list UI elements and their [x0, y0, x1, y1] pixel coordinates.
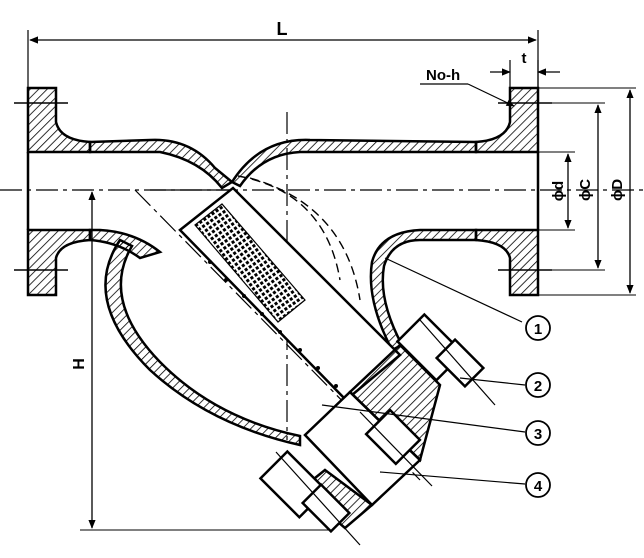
callout-4: 4 [379, 471, 551, 498]
drain-plug [359, 408, 433, 487]
strainer-screen [178, 175, 402, 402]
upper-bolt [395, 312, 496, 406]
dimension-thickness: t [490, 50, 560, 88]
dimension-holes-label: No-h [426, 67, 460, 84]
dimension-C-label: ϕC [577, 179, 594, 201]
right-flange [474, 86, 552, 297]
callout-2-label: 2 [534, 378, 542, 395]
callout-1: 1 [384, 257, 551, 341]
holes-callout: No-h [420, 67, 515, 107]
callout-4-label: 4 [534, 478, 543, 495]
callout-3: 3 [321, 404, 551, 446]
dimension-diameters: ϕd ϕC ϕD [538, 87, 636, 296]
dimension-height: H [71, 189, 330, 531]
callout-3-label: 3 [534, 426, 542, 443]
dimension-D-label: ϕD [609, 179, 626, 201]
left-flange [14, 86, 92, 297]
callout-2: 2 [459, 372, 551, 398]
callout-1-label: 1 [534, 321, 542, 338]
valve-body-section [88, 138, 478, 447]
dimension-d-label: ϕd [550, 181, 567, 201]
dimension-H-label: H [71, 358, 88, 370]
cover-assembly [258, 312, 496, 546]
dimension-t-label: t [522, 50, 527, 67]
dimension-length: L [27, 19, 539, 88]
lower-bolt [258, 449, 361, 546]
dimension-L-label: L [277, 19, 288, 39]
